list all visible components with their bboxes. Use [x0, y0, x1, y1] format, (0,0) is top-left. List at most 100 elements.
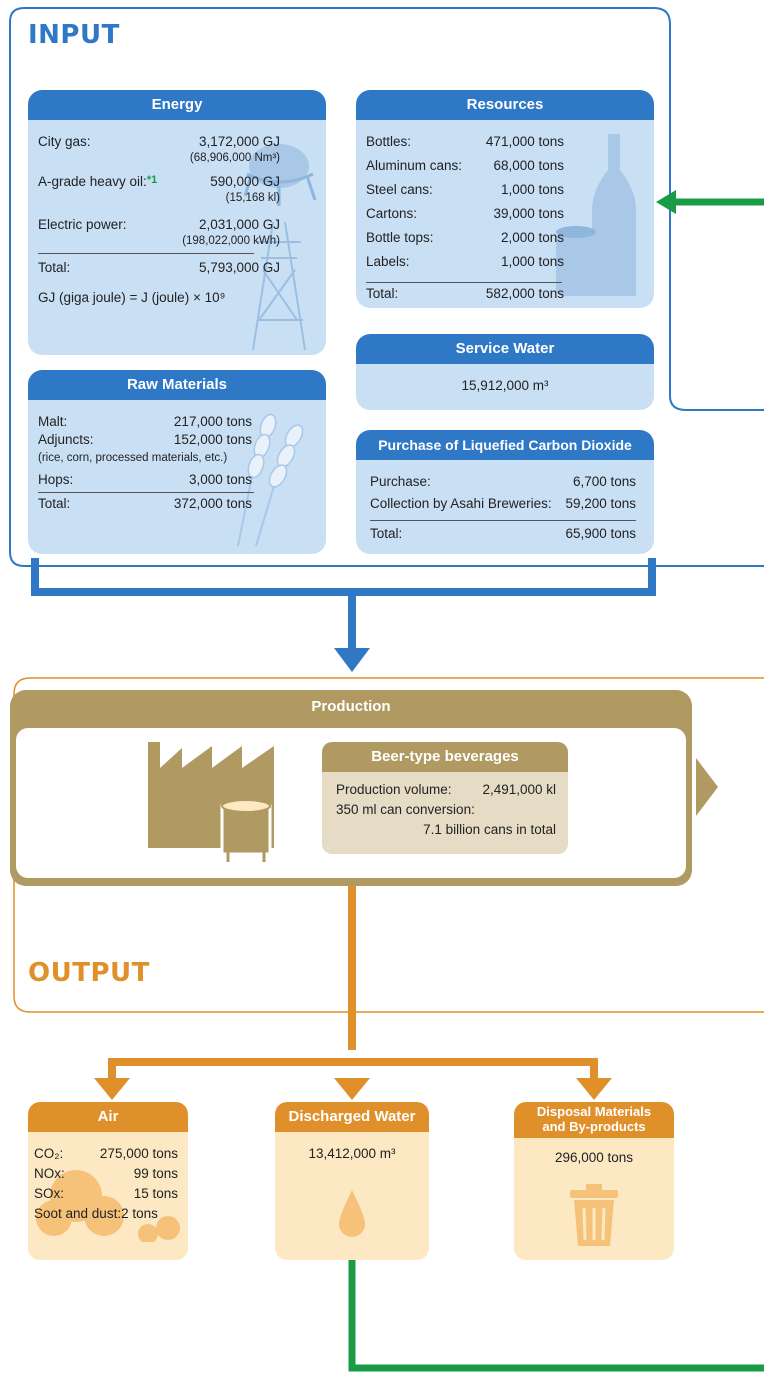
resource-value: 471,000 tons: [485, 134, 564, 149]
energy-panel: Energy City gas: 3,172,000 GJ (68,906,00…: [28, 90, 326, 355]
adjuncts-label: Adjuncts:: [38, 432, 94, 447]
malt-label: Malt:: [38, 414, 68, 429]
air-value: 15 tons: [133, 1186, 178, 1201]
co2-purchase-label: Purchase:: [370, 474, 431, 489]
cloud-icon: [36, 1170, 180, 1242]
discharged-water-panel: Discharged Water 13,412,000 m³: [275, 1102, 429, 1260]
bottle-can-icon: [556, 134, 636, 296]
resources-total-value: 582,000 tons: [485, 286, 564, 301]
resource-value: 68,000 tons: [493, 158, 564, 173]
adjuncts-sub: (rice, corn, processed materials, etc.): [38, 452, 228, 464]
beer-box: Beer-type beverages Production volume: 2…: [322, 742, 568, 854]
resources-header: Resources: [356, 90, 654, 120]
energy-total-value: 5,793,000 GJ: [198, 260, 280, 275]
air-value: 275,000 tons: [99, 1146, 178, 1161]
input-frame: [9, 7, 764, 567]
city-gas-value: 3,172,000 GJ: [198, 134, 280, 149]
co2-total-label: Total:: [370, 526, 403, 541]
input-collector: [31, 558, 656, 596]
electric-value: 2,031,000 GJ: [198, 217, 280, 232]
disposal-panel: Disposal Materials and By-products 296,0…: [514, 1102, 674, 1260]
can-value: 7.1 billion cans in total: [423, 822, 556, 837]
recycle-arrowhead: [656, 190, 676, 214]
energy-header: Energy: [28, 90, 326, 120]
trash-can-icon: [570, 1184, 618, 1246]
raw-materials-panel: Raw Materials Malt: 217,000 tons Adjunct…: [28, 370, 326, 554]
heavy-oil-row: A-grade heavy oil:*1: [38, 174, 157, 189]
water-arrowhead: [334, 1078, 370, 1100]
disposal-header-line2: and By-products: [542, 1119, 646, 1134]
factory-icon: [148, 742, 274, 862]
resource-label: Steel cans:: [366, 182, 433, 197]
production-right-arrow: [696, 758, 718, 816]
resource-value: 1,000 tons: [500, 254, 564, 269]
resources-total-label: Total:: [366, 286, 399, 301]
gas-tank-icon: [243, 144, 317, 350]
co2-collection-label: Collection by Asahi Breweries:: [370, 496, 552, 511]
co2-collection-value: 59,200 tons: [565, 496, 636, 511]
air-header: Air: [28, 1102, 188, 1132]
energy-divider: [38, 253, 254, 254]
heavy-oil-label: A-grade heavy oil:: [38, 174, 147, 189]
resource-value: 1,000 tons: [500, 182, 564, 197]
production-header: Production: [311, 698, 391, 715]
input-arrowhead: [334, 648, 370, 672]
raw-total-label: Total:: [38, 496, 71, 511]
disposal-header-line1: Disposal Materials: [536, 1104, 652, 1119]
discharged-water-header: Discharged Water: [275, 1102, 429, 1132]
production-inner: Beer-type beverages Production volume: 2…: [16, 728, 686, 878]
electric-sub: (198,022,000 kWh): [182, 235, 280, 247]
co2-divider: [370, 520, 636, 521]
heavy-oil-value: 590,000 GJ: [210, 174, 280, 189]
air-arrowhead: [94, 1078, 130, 1100]
disposal-header: Disposal Materials and By-products: [514, 1102, 674, 1138]
service-water-value: 15,912,000 m³: [461, 378, 549, 393]
city-gas-label: City gas:: [38, 134, 91, 149]
co2-header: Purchase of Liquefied Carbon Dioxide: [356, 430, 654, 460]
city-gas-sub: (68,906,000 Nm³): [189, 152, 280, 164]
air-value: 99 tons: [133, 1166, 178, 1181]
volume-label: Production volume:: [336, 782, 452, 797]
resource-label: Cartons:: [366, 206, 418, 221]
water-drop-icon: [339, 1190, 365, 1237]
disposal-value: 296,000 tons: [554, 1150, 634, 1165]
air-label: NOx:: [34, 1166, 65, 1181]
soot-row: Soot and dust:2 tons: [34, 1206, 158, 1221]
adjuncts-value: 152,000 tons: [173, 432, 252, 447]
resource-value: 39,000 tons: [493, 206, 564, 221]
malt-value: 217,000 tons: [173, 414, 252, 429]
disposal-arrowhead: [576, 1078, 612, 1100]
discharge-line: [348, 1258, 764, 1372]
air-label: CO₂:: [34, 1146, 64, 1161]
heavy-oil-sub: (15,168 kl): [225, 192, 280, 204]
resource-label: Aluminum cans:: [366, 158, 463, 173]
volume-value: 2,491,000 kl: [482, 782, 556, 797]
resource-label: Labels:: [366, 254, 410, 269]
power-tower-icon: [252, 221, 306, 350]
hops-value: 3,000 tons: [188, 472, 252, 487]
raw-total-value: 372,000 tons: [173, 496, 252, 511]
raw-materials-header: Raw Materials: [28, 370, 326, 400]
raw-divider: [38, 492, 254, 493]
energy-note: GJ (giga joule) = J (joule) × 10⁹: [38, 290, 226, 305]
production-block: Production Beer-type beverages Productio…: [10, 690, 692, 886]
discharged-water-value: 13,412,000 m³: [308, 1146, 396, 1161]
service-water-panel: Service Water 15,912,000 m³: [356, 334, 654, 410]
hops-label: Hops:: [38, 472, 74, 487]
heavy-oil-note: *1: [146, 174, 158, 186]
co2-purchase-value: 6,700 tons: [572, 474, 636, 489]
output-title: OUTPUT: [28, 958, 150, 988]
beer-header: Beer-type beverages: [322, 742, 568, 772]
resource-label: Bottles:: [366, 134, 412, 149]
energy-total-label: Total:: [38, 260, 71, 275]
co2-total-value: 65,900 tons: [565, 526, 636, 541]
resources-divider: [366, 282, 562, 283]
resource-label: Bottle tops:: [366, 230, 434, 245]
wheat-icon: [237, 413, 304, 546]
electric-label: Electric power:: [38, 217, 127, 232]
input-title: INPUT: [28, 20, 120, 50]
resource-value: 2,000 tons: [500, 230, 564, 245]
service-water-header: Service Water: [356, 334, 654, 364]
